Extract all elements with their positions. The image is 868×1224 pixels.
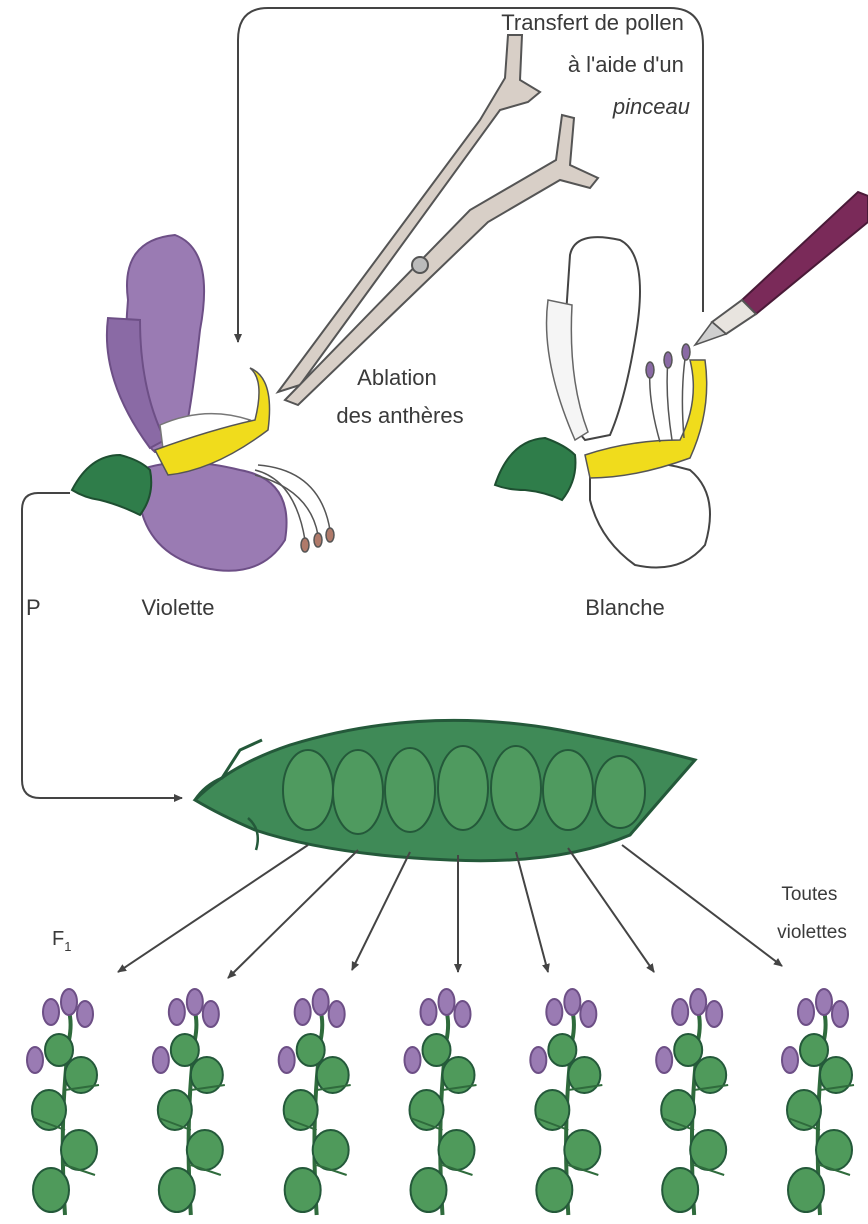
f1-plant <box>656 989 728 1215</box>
f1-plant <box>279 989 351 1215</box>
f1-plant <box>782 989 854 1215</box>
white-flower <box>495 237 710 567</box>
f1-plant <box>530 989 602 1215</box>
white-flower-label: Blanche <box>585 595 665 620</box>
offspring-arrows <box>118 845 782 978</box>
pea-pod <box>195 720 695 860</box>
f1-plant <box>27 989 99 1215</box>
sepals <box>72 455 151 515</box>
pollen-transfer-label: Transfert de pollen à l'aide d'un pincea… <box>501 10 690 119</box>
f1-label: F1 <box>52 928 71 954</box>
all-violet-label: Toutes violettes <box>777 884 847 943</box>
paintbrush-icon <box>695 192 868 345</box>
parent-generation-label: P <box>26 595 41 620</box>
sepals <box>495 438 575 500</box>
f1-plant <box>153 989 225 1215</box>
ablation-label: Ablation des anthères <box>336 365 463 428</box>
violet-flower-label: Violette <box>142 595 215 620</box>
f1-plant <box>405 989 477 1215</box>
f1-offspring-plants <box>27 989 854 1215</box>
